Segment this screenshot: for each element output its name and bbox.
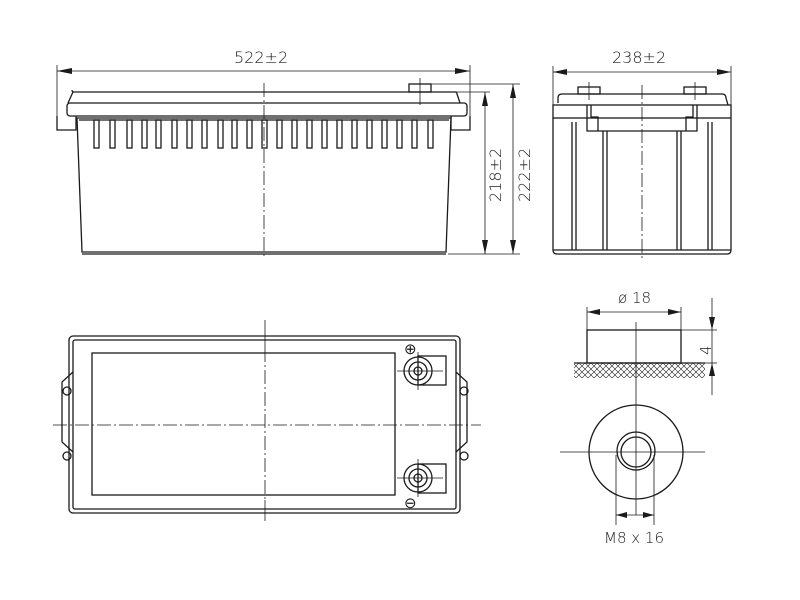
length-dimension-label: 522±2 xyxy=(234,48,289,67)
body-height-dimension-label: 218±2 xyxy=(486,147,505,202)
top-view xyxy=(53,320,481,521)
total-height-dimension-label: 222±2 xyxy=(515,147,534,202)
width-dimension-label: 238±2 xyxy=(612,48,667,67)
positive-symbol: ⊕ xyxy=(404,340,417,358)
positive-terminal xyxy=(397,352,447,390)
thread-size-label: M8 x 16 xyxy=(604,529,664,547)
terminal-diameter-label: ø 18 xyxy=(618,289,652,307)
front-ribs xyxy=(93,119,434,149)
negative-terminal xyxy=(397,459,447,497)
negative-symbol: ⊖ xyxy=(404,494,417,512)
terminal-height-label: 4 xyxy=(697,345,715,355)
front-view xyxy=(56,65,520,256)
terminal-detail xyxy=(560,298,717,525)
side-view xyxy=(552,66,732,258)
